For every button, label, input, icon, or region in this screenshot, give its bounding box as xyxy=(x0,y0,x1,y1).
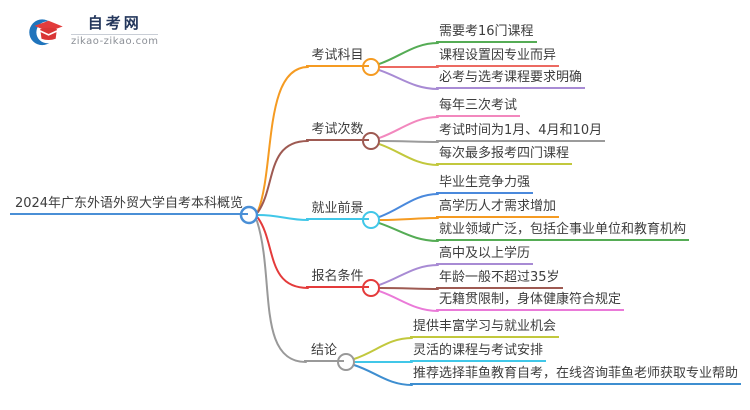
leaf-line xyxy=(378,69,439,90)
leaf-node[interactable]: 高学历人才需求增加 xyxy=(436,199,560,218)
leaf-node[interactable]: 需要考16门课程 xyxy=(436,24,537,43)
leaf-line xyxy=(378,140,439,143)
leaf-node[interactable]: 提供丰富学习与就业机会 xyxy=(410,319,560,338)
leaf-line xyxy=(378,116,439,139)
branch-line-exam-subjects xyxy=(257,66,309,212)
branch-line-conclusion xyxy=(256,220,307,363)
root-node[interactable]: 2024年广东外语外贸大学自考本科概览 xyxy=(10,196,248,215)
leaf-line xyxy=(378,143,439,166)
leaf-node[interactable]: 推荐选择菲鱼教育自考，在线咨询菲鱼老师获取专业帮助 xyxy=(410,366,742,385)
leaf-node[interactable]: 毕业生竞争力强 xyxy=(436,175,534,194)
branch-node-conclusion[interactable]: 结论 xyxy=(304,343,344,362)
leaf-line xyxy=(378,264,439,286)
branch-node-requirements[interactable]: 报名条件 xyxy=(306,269,369,288)
branch-line-job-prospects xyxy=(257,214,309,221)
leaf-node[interactable]: 每次最多报考四门课程 xyxy=(436,146,573,165)
leaf-node[interactable]: 每年三次考试 xyxy=(436,98,521,117)
leaf-line xyxy=(378,287,439,290)
leaf-line xyxy=(378,290,439,312)
branch-node-job-prospects[interactable]: 就业前景 xyxy=(306,201,369,220)
site-logo[interactable]: 自考网 zikao-zikao.com xyxy=(28,11,159,51)
logo-divider xyxy=(71,33,159,35)
logo-title: 自考网 xyxy=(87,13,142,32)
graduation-cap-logo-icon xyxy=(29,19,63,46)
logo-domain: zikao-zikao.com xyxy=(71,35,159,47)
leaf-line xyxy=(353,364,413,386)
leaf-node[interactable]: 课程设置因专业而异 xyxy=(436,48,560,67)
branch-node-exam-subjects[interactable]: 考试科目 xyxy=(306,48,369,67)
leaf-line xyxy=(378,193,439,218)
leaf-line xyxy=(378,217,439,221)
leaf-node[interactable]: 高中及以上学历 xyxy=(436,246,534,265)
leaf-node[interactable]: 考试时间为1月、4月和10月 xyxy=(436,123,606,142)
branch-line-requirements xyxy=(257,217,309,289)
leaf-node[interactable]: 灵活的课程与考试安排 xyxy=(410,343,547,362)
leaf-line xyxy=(378,222,439,242)
leaf-line xyxy=(378,42,439,65)
branch-line-exam-times xyxy=(257,140,309,213)
leaf-node[interactable]: 就业领域广泛，包括企事业单位和教育机构 xyxy=(436,222,690,241)
branch-node-exam-times[interactable]: 考试次数 xyxy=(306,122,369,141)
leaf-line xyxy=(353,337,413,360)
leaf-node[interactable]: 无籍贯限制，身体健康符合规定 xyxy=(436,292,625,311)
leaf-node[interactable]: 年龄一般不超过35岁 xyxy=(436,270,563,289)
leaf-node[interactable]: 必考与选考课程要求明确 xyxy=(436,70,586,89)
